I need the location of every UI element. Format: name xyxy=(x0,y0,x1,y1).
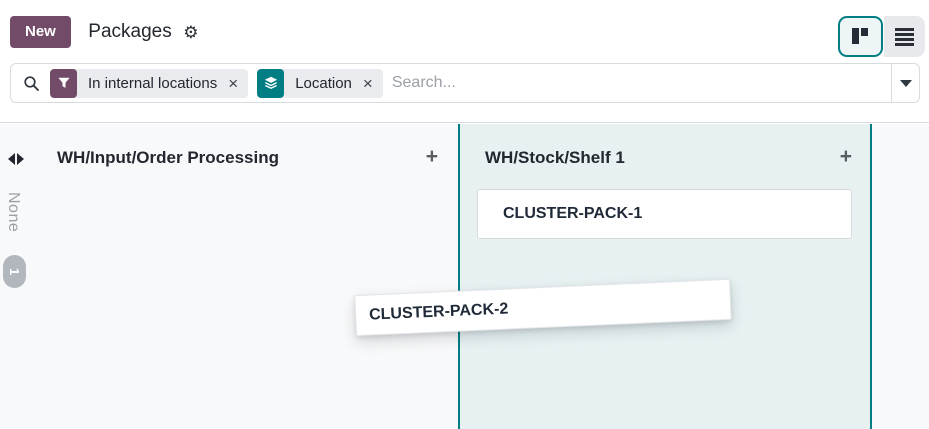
facet-filter-internal-locations[interactable]: In internal locations × xyxy=(50,68,249,98)
control-panel: New Packages ⚙ xyxy=(0,0,929,123)
collapsed-column-label: None xyxy=(5,192,22,233)
search-bar: In internal locations × Location × xyxy=(10,63,920,103)
magnifier-icon xyxy=(11,75,50,92)
kanban-card-cluster-pack-1[interactable]: CLUSTER-PACK-1 xyxy=(477,189,852,239)
top-bar: New Packages ⚙ xyxy=(10,16,925,58)
record-count-badge: 1 xyxy=(3,255,26,288)
kanban-column-stock-shelf-1: WH/Stock/Shelf 1 + CLUSTER-PACK-1 xyxy=(458,124,872,429)
filter-funnel-icon xyxy=(50,68,77,98)
page-title: Packages xyxy=(88,21,172,42)
facet-groupby-location[interactable]: Location × xyxy=(257,68,383,98)
new-button[interactable]: New xyxy=(10,16,71,48)
column-header: WH/Input/Order Processing + xyxy=(38,124,458,169)
add-record-plus-icon[interactable]: + xyxy=(425,145,438,168)
gear-icon[interactable]: ⚙ xyxy=(183,22,199,42)
column-title: WH/Input/Order Processing xyxy=(57,148,279,167)
close-icon[interactable]: × xyxy=(362,73,373,93)
caret-down-icon xyxy=(899,79,912,87)
kanban-view-icon xyxy=(852,28,869,45)
unfold-arrows-icon[interactable] xyxy=(8,153,24,165)
list-view-icon xyxy=(895,27,914,46)
search-dropdown-toggle[interactable] xyxy=(891,64,919,102)
view-switcher xyxy=(838,16,925,57)
column-title: WH/Stock/Shelf 1 xyxy=(485,148,625,167)
kanban-view-button[interactable] xyxy=(838,16,883,57)
collapsed-column-none[interactable]: None 1 xyxy=(0,124,38,429)
search-input[interactable] xyxy=(391,64,891,102)
column-header: WH/Stock/Shelf 1 + xyxy=(460,124,870,169)
close-icon[interactable]: × xyxy=(228,73,239,93)
facet-label: Location xyxy=(295,74,352,92)
list-view-button[interactable] xyxy=(884,16,925,57)
facet-label: In internal locations xyxy=(88,74,218,92)
kanban-column-order-processing: WH/Input/Order Processing + xyxy=(38,124,458,429)
layers-icon xyxy=(257,68,285,98)
kanban-board: None 1 WH/Input/Order Processing + WH/St… xyxy=(0,124,929,429)
add-record-plus-icon[interactable]: + xyxy=(839,145,852,168)
